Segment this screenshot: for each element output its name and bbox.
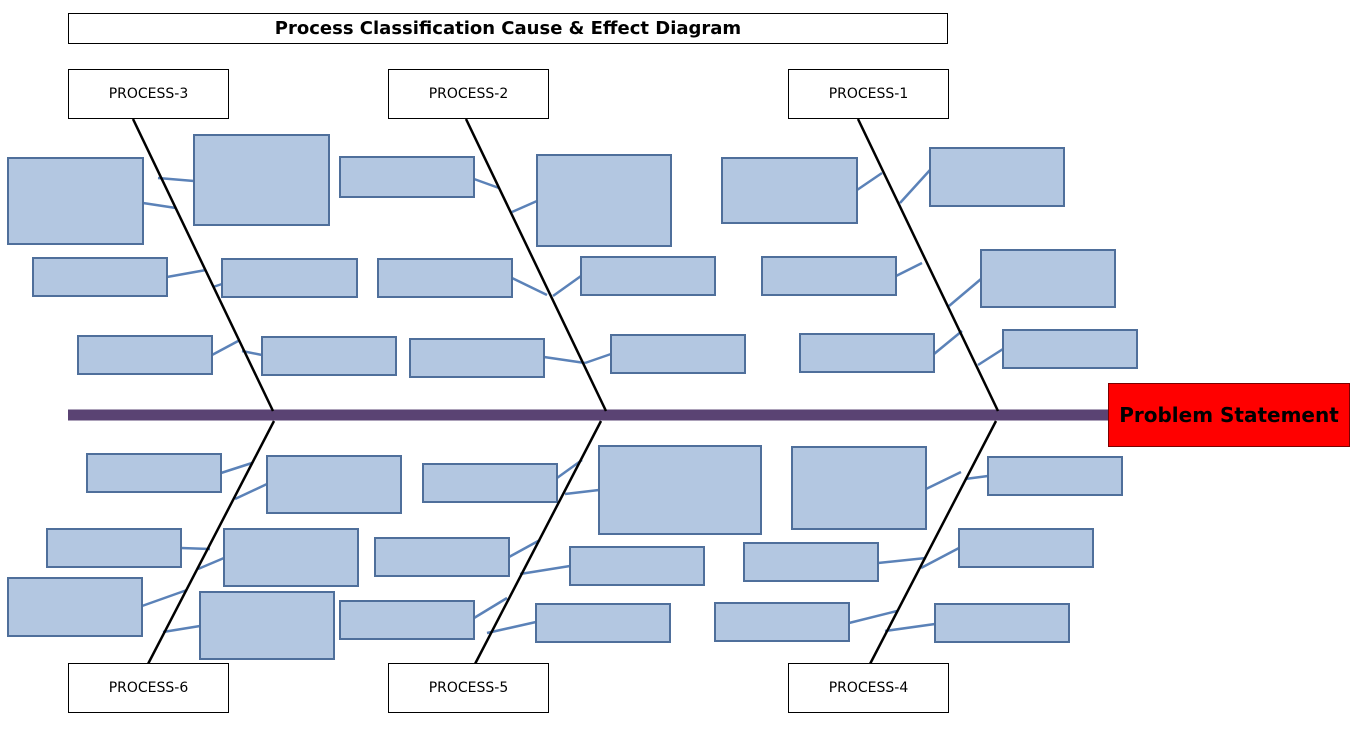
cause-box [535,603,671,643]
cause-box [46,528,182,568]
label-process-4: PROCESS-4 [788,663,949,713]
cause-box [958,528,1094,568]
cause-box [7,577,143,637]
label-process-3: PROCESS-3 [68,69,229,119]
cause-boxes [7,134,1138,660]
cause-connector-line [584,352,612,365]
cause-box [86,453,222,493]
cause-connector-line [856,171,883,192]
cause-connector-line [948,278,982,307]
cause-box [536,154,672,247]
cause-connector-line [508,538,541,559]
cause-box [266,455,402,514]
label-process-2: PROCESS-2 [388,69,549,119]
cause-connector-line [964,474,989,481]
cause-connector-line [486,620,537,635]
cause-box [799,333,935,373]
problem-statement-box: Problem Statement [1108,383,1350,447]
cause-box [261,336,397,376]
cause-box [409,338,545,378]
cause-connector-line [473,177,500,190]
cause-connector-line [899,169,931,204]
cause-box [743,542,879,582]
cause-connector-line [564,488,600,496]
cause-connector-line [884,622,936,633]
cause-connector-line [473,596,508,620]
cause-box [199,591,335,660]
cause-box [761,256,897,296]
cause-connector-line [234,482,268,501]
cause-box [422,463,558,503]
cause-connector-line [220,461,253,475]
cause-box [221,258,358,298]
cause-box [934,603,1070,643]
cause-connector-line [877,556,927,565]
cause-connector-line [511,276,548,297]
bone-process-4 [868,420,998,665]
diagram-title: Process Classification Cause & Effect Di… [68,13,948,44]
bone-process-6 [146,420,276,665]
bone-process-2 [464,118,608,412]
cause-box [374,537,510,577]
cause-connector-line [552,274,582,298]
cause-box [569,546,705,586]
cause-box [721,157,858,224]
cause-connector-line [142,201,177,210]
cause-box [377,258,513,298]
cause-box [7,157,144,245]
cause-box [598,445,762,535]
cause-connector-line [977,347,1004,367]
cause-box [339,156,475,198]
cause-connector-line [157,176,195,183]
cause-connector-line [543,355,586,365]
cause-box [929,147,1065,207]
cause-box [714,602,850,642]
cause-connector-line [166,268,207,279]
cause-box [223,528,359,587]
cause-connector-line [197,556,225,571]
cause-box [987,456,1123,496]
bone-process-1 [856,118,1000,412]
bone-process-3 [131,118,275,412]
cause-box [193,134,330,226]
label-process-1: PROCESS-1 [788,69,949,119]
cause-box [580,256,716,296]
cause-connector-line [925,470,962,491]
cause-box [1002,329,1138,369]
cause-connector-line [895,261,923,278]
cause-box [980,249,1116,308]
bone-process-5 [473,420,603,665]
cause-connector-line [511,199,538,214]
label-process-6: PROCESS-6 [68,663,229,713]
label-process-5: PROCESS-5 [388,663,549,713]
cause-connector-line [920,546,960,570]
cause-connectors [141,169,1004,635]
cause-connector-line [162,624,201,634]
cause-connector-line [211,338,241,357]
cause-connector-line [933,330,963,355]
cause-box [77,335,213,375]
cause-connector-line [519,564,571,576]
cause-box [791,446,927,530]
cause-box [32,257,168,297]
cause-connector-line [180,546,211,551]
cause-box [339,600,475,640]
cause-box [610,334,746,374]
cause-connector-line [141,588,188,608]
cause-connector-line [848,609,898,625]
